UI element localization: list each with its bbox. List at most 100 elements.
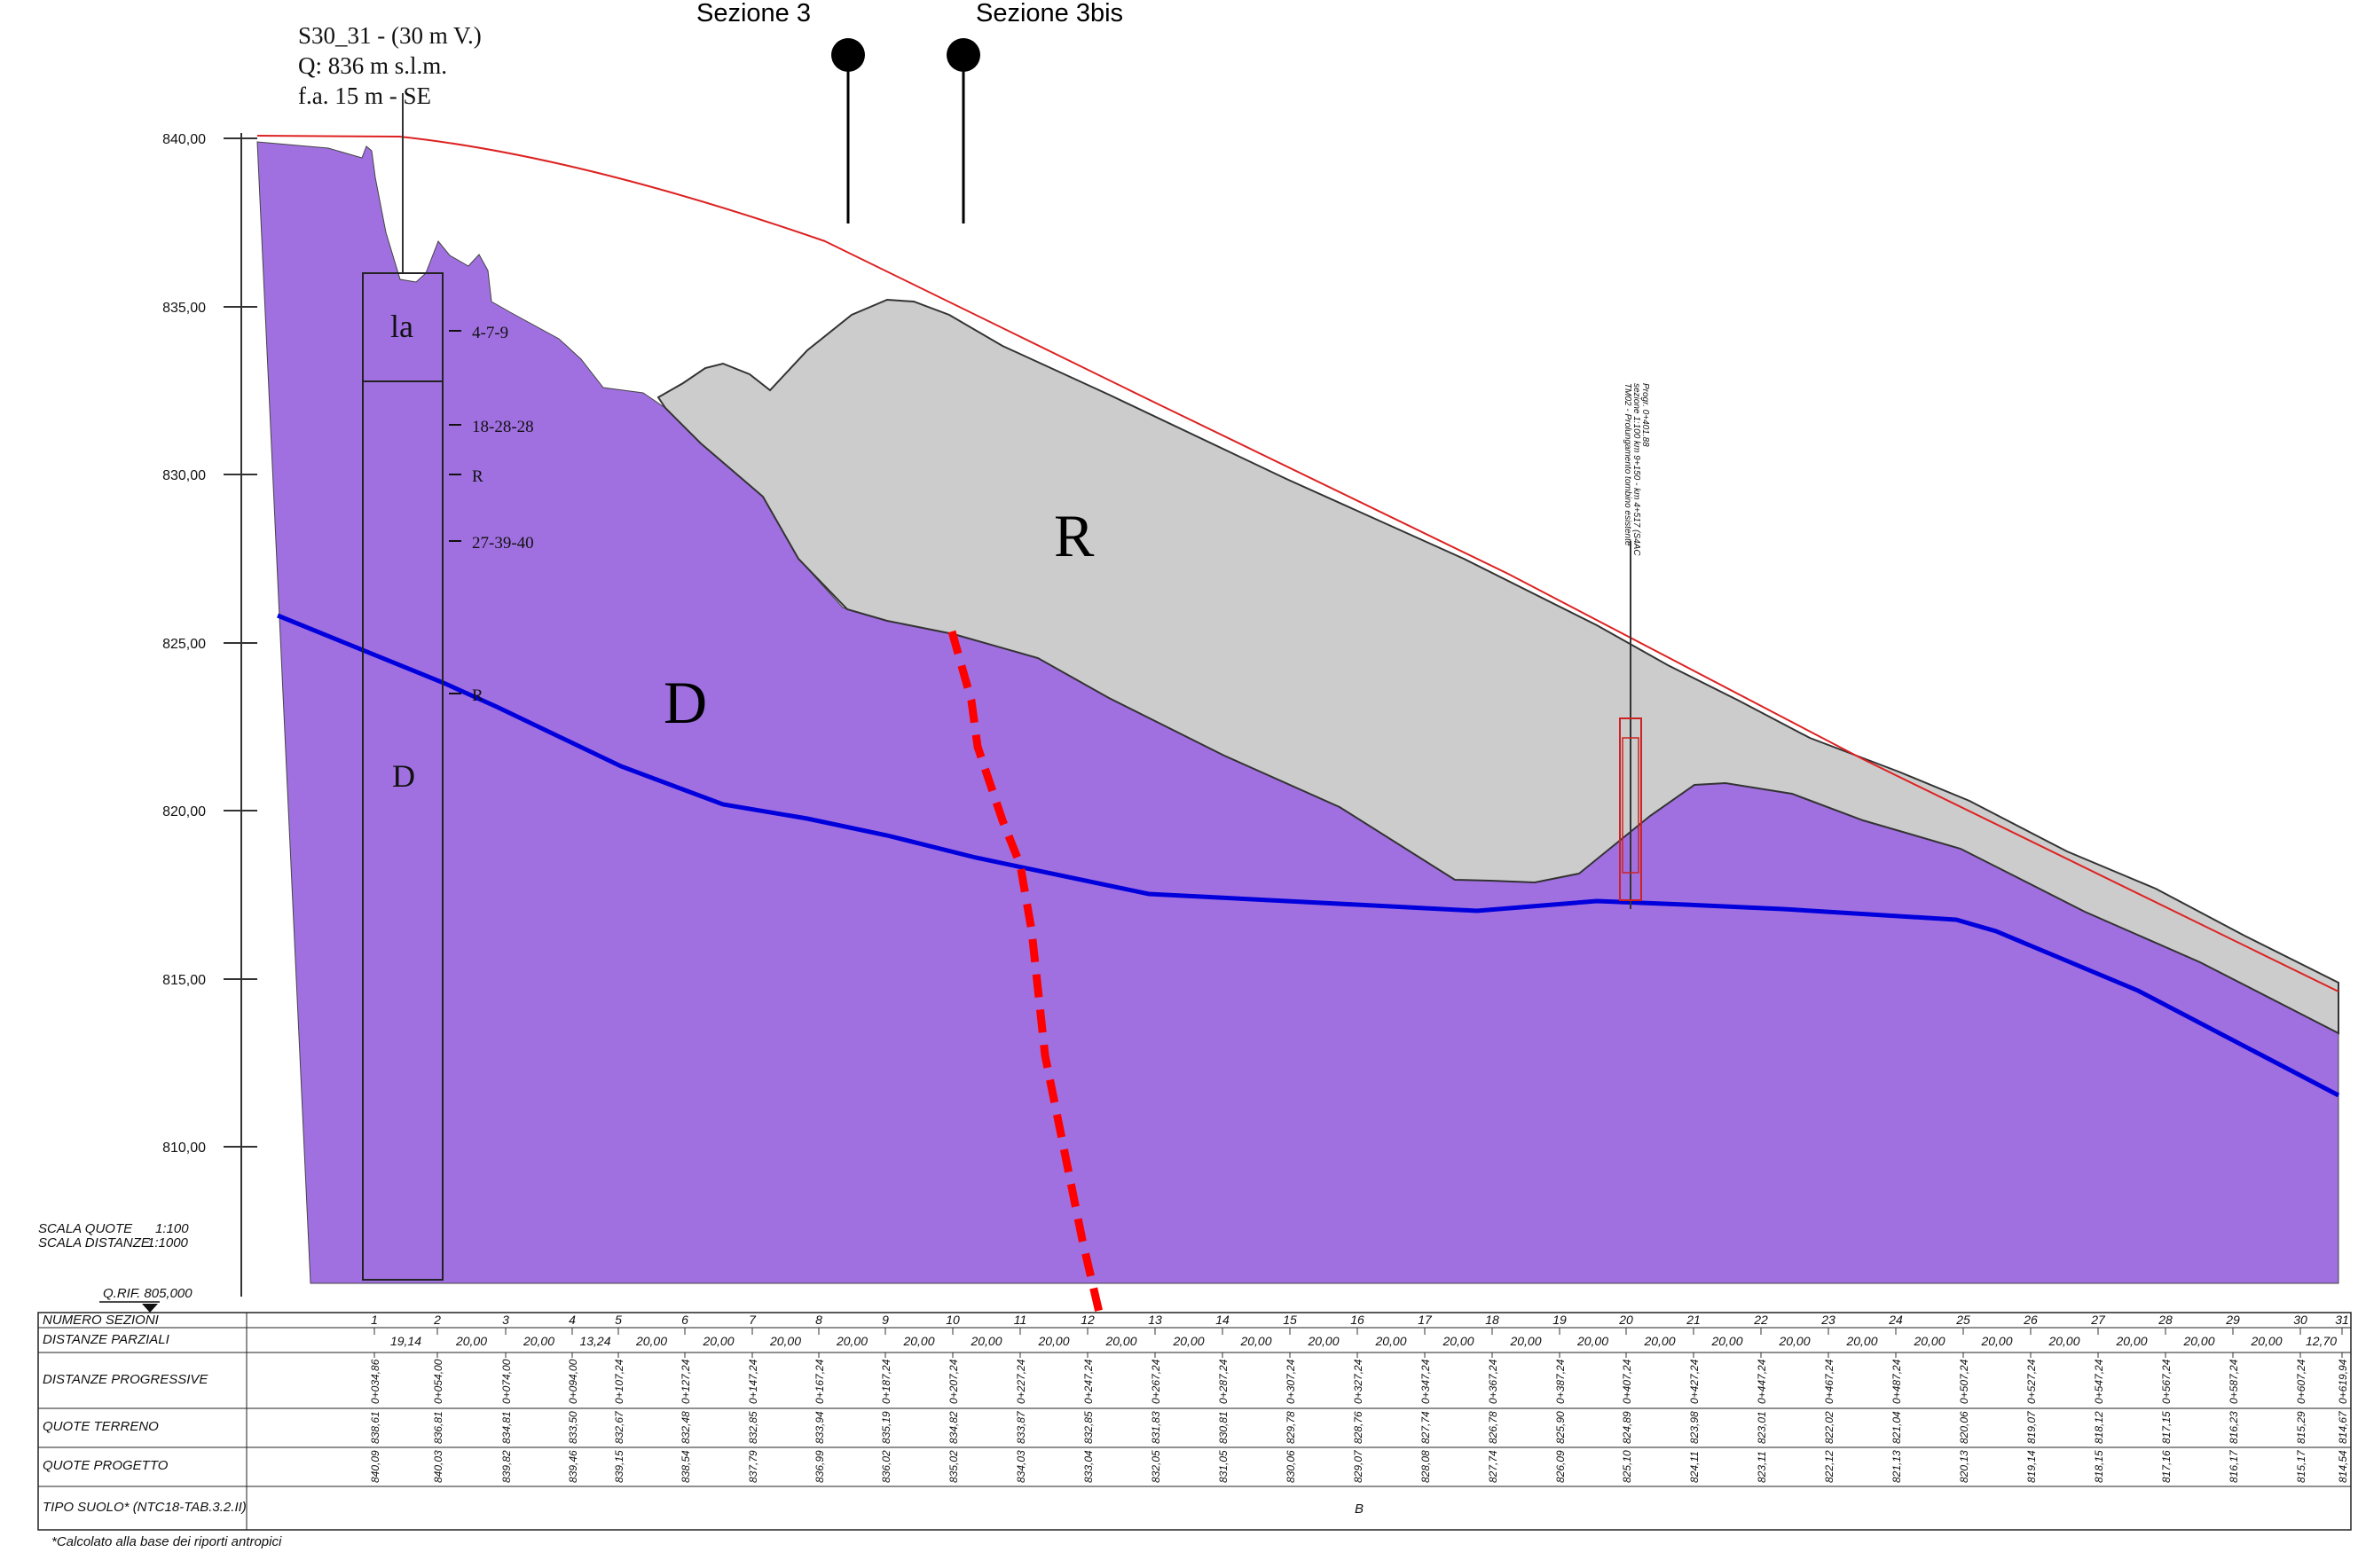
table-progressive-value: 0+619,94 — [2337, 1359, 2349, 1404]
table-section-number: 6 — [681, 1313, 688, 1327]
table-row-label: DISTANZE PARZIALI — [43, 1332, 169, 1347]
table-project-value: 814,54 — [2337, 1450, 2349, 1483]
table-progressive-value: 0+207,24 — [947, 1359, 960, 1404]
table-project-value: 818,15 — [2093, 1450, 2105, 1483]
table-terrain-value: 832,85 — [747, 1411, 759, 1444]
table-progressive-value: 0+427,24 — [1688, 1359, 1701, 1404]
table-row-label: DISTANZE PROGRESSIVE — [43, 1372, 208, 1387]
table-section-number: 14 — [1215, 1313, 1230, 1327]
table-section-number: 17 — [1418, 1313, 1433, 1327]
table-partial-distance: 20,00 — [1307, 1334, 1339, 1348]
table-project-value: 840,03 — [432, 1450, 444, 1483]
table-progressive-value: 0+307,24 — [1285, 1359, 1297, 1404]
table-partial-distance: 20,00 — [523, 1334, 554, 1348]
table-terrain-value: 831,83 — [1150, 1411, 1162, 1444]
table-terrain-value: 823,01 — [1756, 1411, 1768, 1444]
tm-culvert-inner — [1622, 737, 1639, 874]
table-section-number: 9 — [882, 1313, 889, 1327]
table-partial-distance: 20,00 — [1239, 1334, 1271, 1348]
table-terrain-value: 820,06 — [1958, 1411, 1970, 1444]
section-3bis-marker-dot — [947, 38, 980, 72]
table-project-value: 836,99 — [814, 1450, 826, 1483]
table-progressive-value: 0+387,24 — [1554, 1359, 1567, 1404]
table-partial-distance: 20,00 — [2115, 1334, 2147, 1348]
table-partial-distance: 20,00 — [769, 1334, 801, 1348]
table-project-value: 824,11 — [1688, 1451, 1701, 1483]
table-progressive-value: 0+487,24 — [1890, 1359, 1903, 1404]
table-progressive-value: 0+367,24 — [1487, 1359, 1499, 1404]
table-project-value: 837,79 — [747, 1450, 759, 1483]
table-partial-distance: 20,00 — [2182, 1334, 2214, 1348]
table-progressive-value: 0+187,24 — [880, 1359, 892, 1404]
table-terrain-value: 826,78 — [1487, 1411, 1499, 1444]
table-progressive-value: 0+074,00 — [500, 1359, 513, 1404]
table-project-value: 816,17 — [2228, 1449, 2240, 1483]
table-project-value: 817,16 — [2160, 1450, 2173, 1483]
table-partial-distance: 20,00 — [902, 1334, 934, 1348]
table-terrain-value: 814,67 — [2337, 1410, 2349, 1444]
y-tick-label: 810,00 — [162, 1141, 206, 1156]
table-project-value: 834,03 — [1015, 1450, 1027, 1483]
table-partial-distance: 13,24 — [579, 1334, 610, 1348]
table-partial-distance: 20,00 — [702, 1334, 734, 1348]
table-section-number: 29 — [2225, 1313, 2240, 1327]
table-project-value: 839,15 — [613, 1450, 625, 1483]
borehole-column — [362, 272, 444, 1281]
table-progressive-value: 0+547,24 — [2093, 1359, 2105, 1404]
table-terrain-value: 823,98 — [1688, 1411, 1701, 1444]
table-progressive-value: 0+447,24 — [1756, 1359, 1768, 1404]
table-partial-distance: 20,00 — [1913, 1334, 1945, 1348]
scale-distance-value: 1:1000 — [147, 1235, 189, 1250]
borehole-layer-la: la — [390, 309, 413, 344]
y-tick-label: 830,00 — [162, 468, 206, 483]
table-soil-type: B — [1355, 1501, 1364, 1517]
table-project-value: 838,54 — [680, 1450, 692, 1483]
tm-label-line: TM02 - Prolungamento tombino esistente — [1623, 383, 1632, 546]
tm-label-line: sezione 1:100 km 9+150 - km 4+517 (S4AC — [1631, 383, 1641, 556]
table-progressive-value: 0+167,24 — [814, 1359, 826, 1404]
table-progressive-value: 0+407,24 — [1621, 1359, 1633, 1404]
spt-label: R — [472, 467, 483, 486]
table-project-value: 830,06 — [1285, 1450, 1297, 1483]
table-progressive-value: 0+034,86 — [369, 1359, 381, 1404]
table-section-number: 16 — [1350, 1313, 1364, 1327]
table-section-number: 18 — [1485, 1313, 1499, 1327]
table-progressive-value: 0+607,24 — [2295, 1359, 2307, 1404]
spt-label: 27-39-40 — [472, 534, 534, 553]
spt-label: 4-7-9 — [472, 324, 508, 342]
table-project-value: 825,10 — [1621, 1450, 1633, 1483]
table-partial-distance: 20,00 — [1374, 1334, 1406, 1348]
table-row-label: QUOTE PROGETTO — [43, 1458, 169, 1473]
table-section-number: 19 — [1552, 1313, 1567, 1327]
table-section-number: 1 — [371, 1313, 378, 1327]
table-terrain-value: 835,19 — [880, 1411, 892, 1444]
scale-distance-label: SCALA DISTANZE — [38, 1235, 151, 1250]
y-tick-label: 840,00 — [162, 132, 206, 147]
table-project-value: 829,07 — [1352, 1449, 1364, 1483]
table-section-number: 2 — [433, 1313, 441, 1327]
table-section-number: 28 — [2158, 1313, 2173, 1327]
table-terrain-value: 818,12 — [2093, 1411, 2105, 1444]
table-progressive-value: 0+327,24 — [1352, 1359, 1364, 1404]
table-progressive-value: 0+127,24 — [680, 1359, 692, 1404]
table-project-value: 819,14 — [2025, 1450, 2038, 1483]
tm-label-group: TM02 - Prolungamento tombino esistente s… — [1623, 383, 1650, 556]
table-section-number: 8 — [815, 1313, 822, 1327]
table-project-value: 835,02 — [947, 1450, 960, 1483]
table-project-value: 828,08 — [1419, 1450, 1432, 1483]
table-project-value: 832,05 — [1150, 1450, 1162, 1483]
table-section-number: 11 — [1014, 1313, 1027, 1327]
table-terrain-value: 819,07 — [2025, 1410, 2038, 1444]
table-section-number: 22 — [1753, 1313, 1768, 1327]
table-progressive-value: 0+567,24 — [2160, 1359, 2173, 1404]
section-3bis-label: Sezione 3bis — [976, 0, 1123, 27]
table-section-number: 25 — [1955, 1313, 1970, 1327]
table-progressive-value: 0+147,24 — [747, 1359, 759, 1404]
table-partial-distance: 20,00 — [1037, 1334, 1069, 1348]
table-project-value: 833,04 — [1082, 1450, 1095, 1483]
blue-boundary-line — [277, 613, 2340, 1098]
table-terrain-value: 829,78 — [1285, 1411, 1297, 1444]
table-terrain-value: 821,04 — [1890, 1411, 1903, 1444]
table-project-value: 823,11 — [1756, 1451, 1768, 1483]
